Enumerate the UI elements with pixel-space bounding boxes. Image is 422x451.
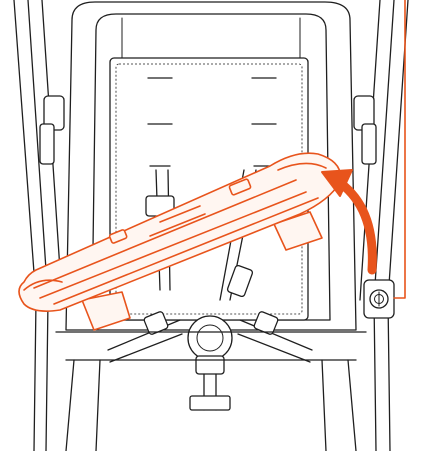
curved-arrow-icon bbox=[321, 169, 377, 275]
center-buckle bbox=[187, 315, 233, 361]
right-bumper-mount bbox=[273, 211, 323, 251]
release-button-icon bbox=[363, 279, 395, 319]
right-shoulder-buckle bbox=[226, 264, 254, 298]
callout-leader-line bbox=[393, 0, 406, 299]
footwell bbox=[55, 331, 367, 451]
left-bumper-mount bbox=[81, 291, 131, 331]
bumper-bar bbox=[18, 152, 342, 331]
seat-shell bbox=[65, 1, 357, 331]
